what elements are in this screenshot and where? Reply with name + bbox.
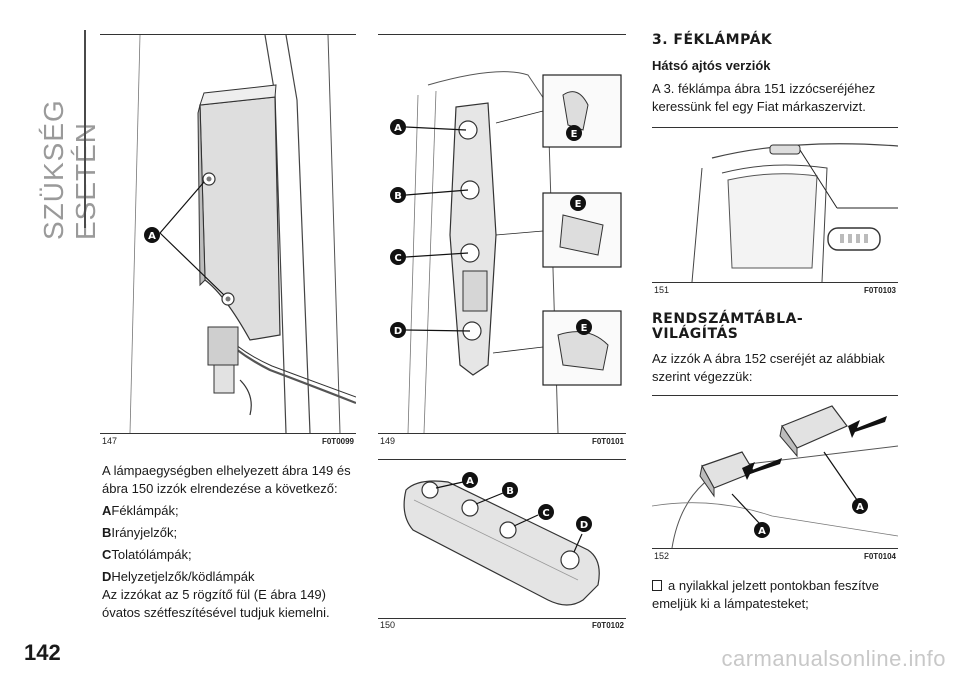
- figure-147-bottom-rule: [100, 433, 356, 434]
- figure-152: A A: [652, 396, 898, 548]
- callout-label: A: [856, 502, 864, 513]
- callout-label: A: [148, 231, 156, 242]
- col1-text: A lámpaegységben elhelyezett ábra 149 és…: [102, 462, 364, 622]
- callout-label: B: [506, 486, 514, 497]
- bullet-item: a nyilakkal jelzett pontokban feszítve e…: [652, 578, 880, 611]
- figure-147: A: [100, 35, 356, 433]
- callout-label: E: [581, 323, 588, 334]
- figure-152-number: 152: [654, 551, 670, 561]
- callout-label: A: [758, 526, 766, 537]
- figure-152-code: F0T0104: [863, 552, 896, 561]
- figure-147-code: F0T0099: [321, 437, 354, 446]
- callout-label: B: [394, 191, 402, 202]
- section1-paragraph: A 3. féklámpa ábra 151 izzócseréjéhez ke…: [652, 81, 876, 114]
- callout-label: A: [394, 123, 402, 134]
- figure-150: A B C D: [378, 460, 626, 618]
- callout-label: D: [580, 520, 588, 531]
- figure-151-bottom-rule: [652, 282, 898, 283]
- callout-label: E: [575, 199, 582, 210]
- callout-label: E: [571, 129, 578, 140]
- callout-label: C: [394, 253, 401, 264]
- list-item: DHelyzetjelzők/ködlámpák: [102, 569, 255, 584]
- figure-150-top-rule: [378, 459, 626, 460]
- list-item: CTolatólámpák;: [102, 547, 192, 562]
- figure-149: A B C D E E E: [378, 35, 626, 433]
- figure-151-code: F0T0103: [863, 286, 896, 295]
- figure-149-top-rule: [378, 34, 626, 35]
- callout-label: A: [466, 476, 474, 487]
- figure-152-bottom-rule: [652, 548, 898, 549]
- section-title-brake-lamps: 3. FÉKLÁMPÁK: [652, 32, 773, 48]
- figure-150-bottom-rule: [378, 618, 626, 619]
- figure-151-top-rule: [652, 127, 898, 128]
- figure-150-number: 150: [380, 620, 396, 630]
- intro-paragraph: A lámpaegységben elhelyezett ábra 149 és…: [102, 463, 351, 496]
- sidebar-divider: [84, 30, 86, 228]
- section-title-plate-light: RENDSZÁMTÁBLA- VILÁGÍTÁS: [652, 311, 804, 342]
- checkbox-bullet-icon: [652, 580, 662, 591]
- figure-150-code: F0T0102: [591, 621, 624, 630]
- list-item: AFéklámpák;: [102, 503, 179, 518]
- callout-label: D: [394, 326, 402, 337]
- watermark-text: carmanualsonline.info: [721, 646, 946, 671]
- list-item: BIrányjelzők;: [102, 525, 178, 540]
- section-title-vertical: SZÜKSÉG ESETÉN: [38, 99, 101, 240]
- figure-151-number: 151: [654, 285, 670, 295]
- callout-label: C: [542, 508, 549, 519]
- figure-151: [652, 128, 898, 282]
- outro-paragraph: Az izzókat az 5 rögzítő fül (E ábra 149)…: [102, 587, 330, 620]
- figure-152-top-rule: [652, 395, 898, 396]
- figure-147-top-rule: [100, 34, 356, 35]
- figure-149-number: 149: [380, 436, 396, 446]
- subsection-title: Hátsó ajtós verziók: [652, 58, 771, 73]
- page-number: 142: [24, 640, 61, 665]
- section2-paragraph: Az izzók A ábra 152 cseréjét az alábbiak…: [652, 351, 885, 384]
- figure-149-bottom-rule: [378, 433, 626, 434]
- figure-149-code: F0T0101: [591, 437, 624, 446]
- figure-147-number: 147: [102, 436, 118, 446]
